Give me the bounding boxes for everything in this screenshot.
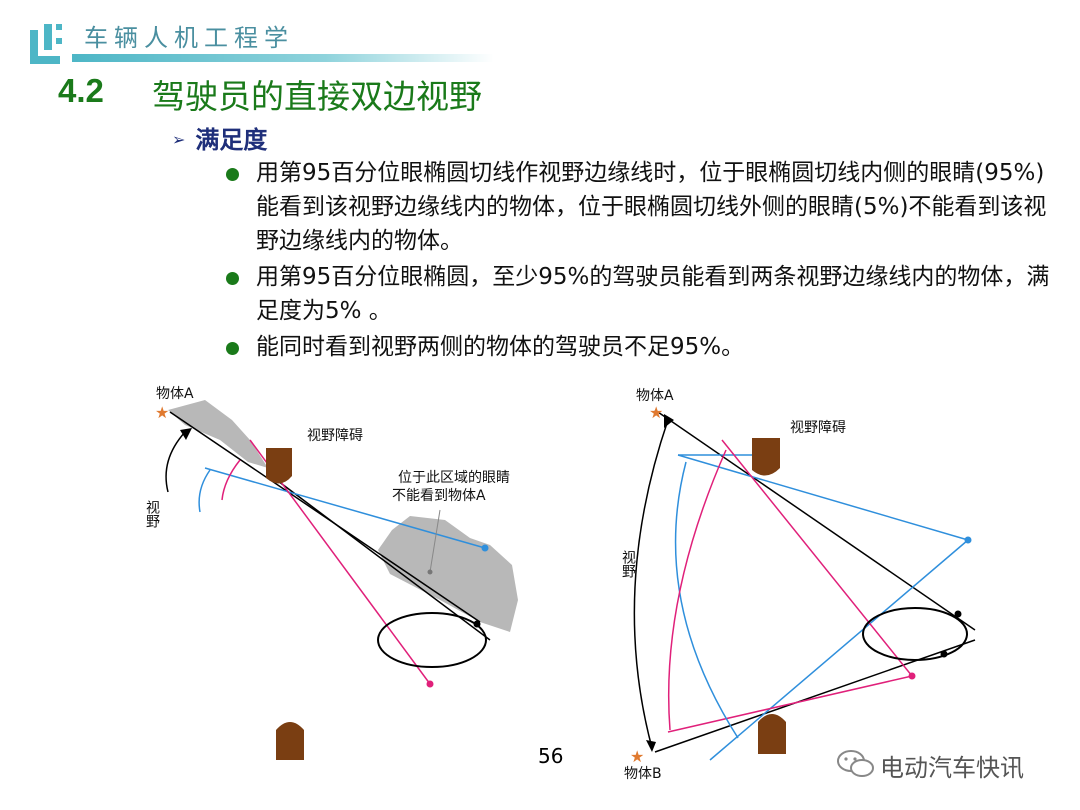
- fov-arc-arrow: [180, 428, 192, 440]
- logo-icon: [30, 24, 62, 64]
- bullet-text: 用第95百分位眼椭圆切线作视野边缘线时，位于眼椭圆切线内侧的眼睛(95%)能看到…: [256, 160, 1047, 254]
- tangent-line-black: [269, 474, 491, 641]
- pink-end-dot: [426, 680, 434, 688]
- pink-dot-right: [908, 672, 916, 680]
- bullet-dot-icon: [226, 272, 239, 285]
- section-title: 驾驶员的直接双边视野: [152, 77, 482, 116]
- black-line-2: [654, 639, 976, 753]
- tangent-point-1: [954, 610, 962, 618]
- watermark-text: 电动汽车快讯: [880, 754, 1024, 782]
- sight-line-blue: [204, 467, 486, 549]
- label-obstacle-left: 视野障碍: [307, 428, 363, 444]
- wechat-icon: [837, 750, 874, 777]
- obstacle-top-right: [752, 438, 780, 476]
- note-leader: [429, 509, 441, 573]
- bullet-item: 用第95百分位眼椭圆，至少95%的驾驶员能看到两条视野边缘线内的物体，满足度为5…: [226, 260, 1056, 328]
- fov-arc-pink: [221, 459, 241, 501]
- tangent-point: [473, 620, 481, 628]
- eye-ellipse-right: [862, 607, 968, 661]
- label-object-a-left: 物体A: [156, 386, 194, 402]
- section-number: 4.2: [58, 72, 104, 109]
- label-note-line2: 不能看到物体A: [392, 488, 486, 504]
- star-icon: ★: [630, 747, 644, 766]
- note-dot: [427, 569, 433, 575]
- fov-arrow-top: [664, 414, 674, 428]
- label-note-line1: 位于此区域的眼睛: [398, 470, 510, 486]
- label-object-a-right: 物体A: [636, 388, 674, 404]
- arrow-bullet-icon: ➢: [172, 130, 186, 149]
- label-fov-right: 视野: [620, 550, 636, 578]
- obstacle-bottom-right: [758, 714, 786, 754]
- star-icon: ★: [155, 403, 169, 422]
- blue-dot-right: [964, 536, 972, 544]
- header-divider: [72, 54, 494, 62]
- bullet-text: 用第95百分位眼椭圆，至少95%的驾驶员能看到两条视野边缘线内的物体，满足度为5…: [256, 264, 1050, 324]
- bullet-list: 用第95百分位眼椭圆切线作视野边缘线时，位于眼椭圆切线内侧的眼睛(95%)能看到…: [226, 156, 1056, 366]
- eye-ellipse: [377, 612, 487, 668]
- label-object-b: 物体B: [624, 766, 662, 782]
- bullet-dot-icon: [226, 342, 239, 355]
- fov-arc-blue: [198, 469, 211, 513]
- fov-arc-blue-right: [674, 461, 739, 739]
- pink-line-1: [721, 439, 913, 677]
- blue-line-2: [709, 539, 969, 761]
- black-line-1: [654, 409, 976, 631]
- label-obstacle-right: 视野障碍: [790, 420, 846, 436]
- right-diagram: ★ ★ 物体A 视野障碍 视野 物体B: [620, 388, 976, 782]
- blocked-region-bottom: [378, 516, 518, 632]
- obstacle-block: [266, 448, 292, 484]
- fov-arc-pink-right: [667, 449, 727, 731]
- page-number: 56: [538, 744, 564, 768]
- fov-arrow-bottom: [646, 740, 656, 752]
- course-title: 车辆人机工程学: [84, 24, 294, 52]
- blocked-region-top: [168, 400, 268, 468]
- fov-arc-black-right: [633, 419, 669, 749]
- sub-heading: ➢ 满足度: [172, 120, 267, 155]
- obstacle-block-lower: [276, 722, 304, 760]
- bullet-dot-icon: [226, 168, 239, 181]
- bullet-text: 能同时看到视野两侧的物体的驾驶员不足95%。: [256, 334, 745, 360]
- bullet-item: 能同时看到视野两侧的物体的驾驶员不足95%。: [226, 330, 1056, 364]
- sub-heading-text: 满足度: [195, 126, 268, 154]
- tangent-point-2: [940, 650, 948, 658]
- bullet-item: 用第95百分位眼椭圆切线作视野边缘线时，位于眼椭圆切线内侧的眼睛(95%)能看到…: [226, 156, 1056, 258]
- label-fov-left: 视野: [144, 500, 160, 528]
- pink-line-2: [667, 675, 913, 733]
- left-diagram: ★ 物体A 视野障碍 位于此区域的眼睛 不能看到物体A 视野: [144, 386, 518, 760]
- star-icon: ★: [649, 403, 663, 422]
- fov-arc-black: [165, 431, 186, 493]
- blue-line-1: [677, 454, 969, 541]
- blue-end-dot: [481, 544, 489, 552]
